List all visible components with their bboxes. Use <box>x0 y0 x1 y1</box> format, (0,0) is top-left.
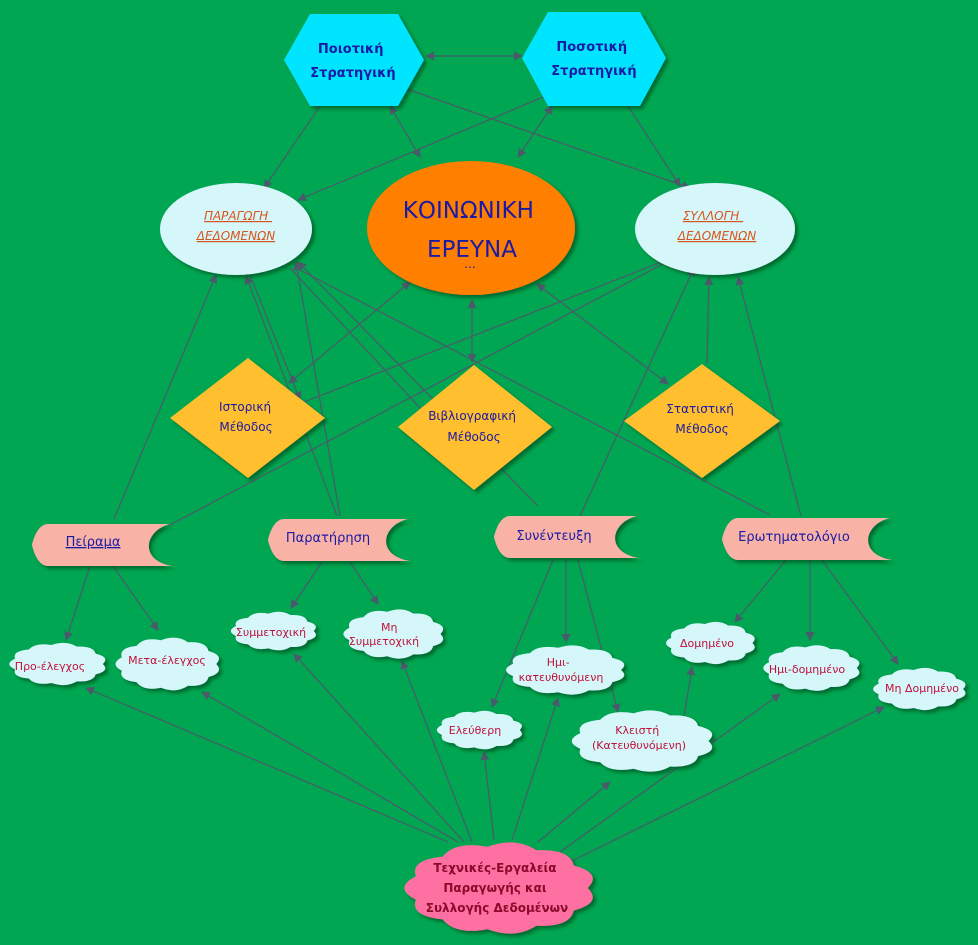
connector-arrow <box>400 660 473 843</box>
connector-arrow <box>579 267 695 517</box>
interview-label: Συνέντευξη <box>516 529 591 544</box>
connector-arrow <box>389 105 421 158</box>
connector-arrow <box>559 693 781 853</box>
participant-cloud[interactable] <box>230 611 316 651</box>
data-production-node[interactable]: ΠΑΡΑΓΩΓΗ ΔΕΔΟΜΕΝΩΝ <box>160 183 312 275</box>
posttest-label: Μετα-έλεγχος <box>128 654 206 667</box>
connector-arrow <box>113 274 218 520</box>
connector-arrow <box>735 276 802 517</box>
nonparticipant-label: Μη Συμμετοχική <box>349 621 419 648</box>
qualitative-strategy-label: Ποιοτική Στρατηγική <box>310 42 395 81</box>
connector-arrow <box>734 559 787 623</box>
connector-arrows <box>64 51 899 863</box>
connector-arrow <box>397 85 691 190</box>
ellipsis-text: ... <box>464 257 475 271</box>
experiment-node[interactable]: Πείραμα <box>32 524 172 566</box>
historical-method-label: Ιστορική Μέθοδος <box>219 400 275 434</box>
connector-arrow <box>263 105 321 189</box>
connector-arrow <box>112 565 159 631</box>
connector-arrow <box>85 686 449 843</box>
pretest-cloud[interactable] <box>9 642 106 686</box>
pretest-label: Προ-έλεγχος <box>15 660 85 673</box>
techniques-cloud[interactable] <box>404 842 593 934</box>
observation-label: Παρατήρηση <box>286 531 370 546</box>
structured-label: Δομημένο <box>680 637 734 650</box>
closed-cloud[interactable] <box>571 710 713 772</box>
connector-arrow <box>517 105 553 158</box>
statistical-method-node[interactable]: Στατιστική Μέθοδος <box>624 364 780 478</box>
questionnaire-node[interactable]: Ερωτηματολόγιο <box>722 518 892 560</box>
semi-directed-label: Ημι- κατευθυνόμενη <box>519 656 604 684</box>
semi-directed-cloud[interactable] <box>506 645 625 695</box>
connector-arrow <box>627 105 681 187</box>
connector-arrow <box>64 565 91 641</box>
connector-arrow <box>821 559 899 665</box>
data-collection-label: ΣΥΛΛΟΓΗ ΔΕΔΟΜΕΝΩΝ <box>677 209 757 243</box>
connector-arrow <box>480 751 495 841</box>
qualitative-strategy-node[interactable]: Ποιοτική Στρατηγική <box>284 14 424 106</box>
connector-arrow <box>249 274 302 401</box>
social-research-center-node[interactable]: ΚΟΙΝΩΝΙΚΗ ΕΡΕΥΝΑ ... <box>367 161 575 295</box>
quantitative-strategy-label: Ποσοτική Στρατηγική <box>551 40 636 79</box>
posttest-cloud[interactable] <box>115 637 219 691</box>
connector-arrow <box>201 691 459 843</box>
historical-method-node[interactable]: Ιστορική Μέθοδος <box>170 358 325 478</box>
connector-arrow <box>290 561 323 609</box>
connector-arrow <box>704 276 714 365</box>
connector-arrow <box>511 697 560 841</box>
connector-arrow <box>289 267 423 411</box>
connector-arrow <box>349 561 379 605</box>
semi-structured-cloud[interactable] <box>763 645 860 691</box>
connector-arrow <box>292 261 341 517</box>
connector-arrow <box>297 261 539 507</box>
semi-structured-label: Ημι-δομημένο <box>769 663 845 676</box>
connector-arrow <box>167 256 677 527</box>
connector-arrow <box>490 559 554 708</box>
data-production-label: ΠΑΡΑΓΩΓΗ ΔΕΔΟΜΕΝΩΝ <box>196 209 276 243</box>
connector-arrow <box>297 89 561 202</box>
closed-label: Κλειστή (Κατευθυνόμενη) <box>592 724 686 752</box>
connector-arrow <box>537 781 611 843</box>
interview-node[interactable]: Συνέντευξη <box>494 516 639 558</box>
quantitative-strategy-node[interactable]: Ποσοτική Στρατηγική <box>522 12 666 106</box>
connector-arrow <box>569 706 885 863</box>
participant-label: Συμμετοχική <box>236 626 306 639</box>
nonparticipant-cloud[interactable] <box>343 609 444 659</box>
connector-arrow <box>577 559 621 713</box>
free-label: Ελεύθερη <box>449 724 501 737</box>
experiment-label: Πείραμα <box>66 535 121 550</box>
bibliographic-method-label: Βιβλιογραφική Μέθοδος <box>428 409 520 444</box>
connector-arrow <box>293 653 465 843</box>
data-collection-node[interactable]: ΣΥΛΛΟΓΗ ΔΕΔΟΜΕΝΩΝ <box>635 183 795 275</box>
techniques-label: Τεχνικές-Εργαλεία Παραγωγής και Συλλογής… <box>426 861 568 915</box>
free-cloud[interactable] <box>436 710 522 750</box>
bibliographic-method-node[interactable]: Βιβλιογραφική Μέθοδος <box>398 365 552 490</box>
connector-arrow <box>303 252 683 403</box>
statistical-method-label: Στατιστική Μέθοδος <box>666 402 737 436</box>
questionnaire-label: Ερωτηματολόγιο <box>738 530 850 545</box>
unstructured-label: Μη Δομημένο <box>885 682 959 695</box>
observation-node[interactable]: Παρατήρηση <box>268 519 410 561</box>
social-research-title: ΚΟΙΝΩΝΙΚΗ ΕΡΕΥΝΑ <box>403 198 541 263</box>
structured-cloud[interactable] <box>666 621 755 665</box>
unstructured-cloud[interactable] <box>873 667 966 711</box>
connector-arrow <box>536 283 669 385</box>
connector-arrow <box>295 267 771 516</box>
